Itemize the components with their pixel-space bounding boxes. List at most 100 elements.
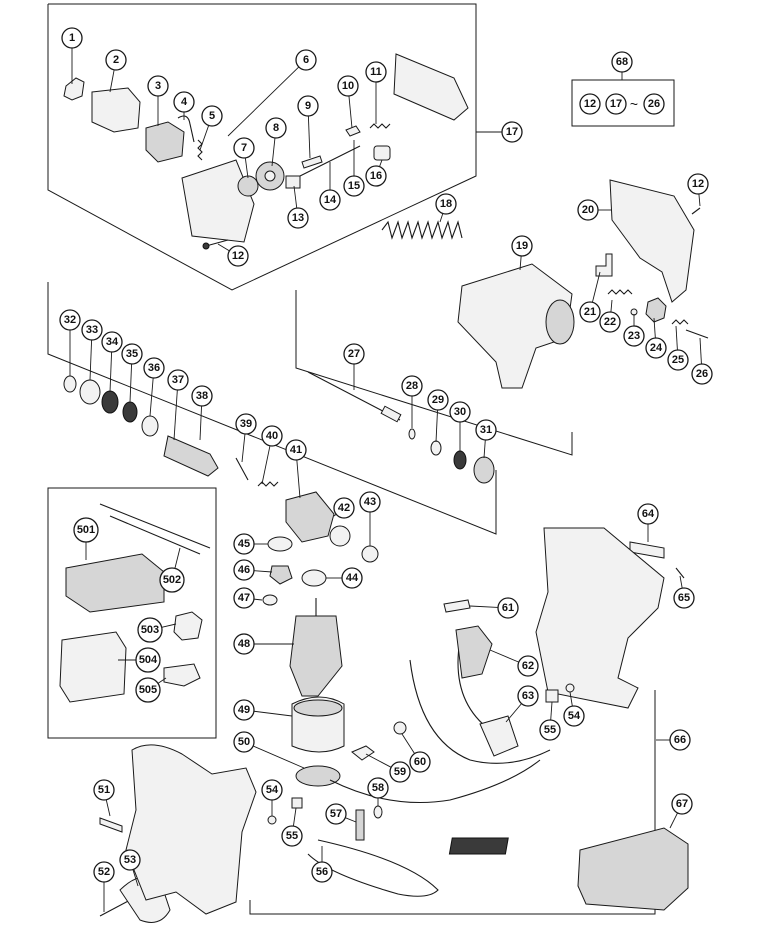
callout-label-35: 35 xyxy=(126,348,138,360)
callout-circle-14 xyxy=(319,189,341,211)
callout-label-28: 28 xyxy=(406,380,418,392)
wiring-harness xyxy=(329,639,551,804)
part-charger-501 xyxy=(65,553,165,613)
callout-label-43: 43 xyxy=(364,496,376,508)
part-bracket-2 xyxy=(91,87,141,133)
leader-53 xyxy=(132,869,139,887)
callout-7: 7 xyxy=(233,137,255,159)
part-plate-61 xyxy=(443,599,471,613)
callout-label-50: 50 xyxy=(238,736,250,748)
callout-61: 61 xyxy=(497,597,519,619)
callout-25: 25 xyxy=(667,349,689,371)
callout-label-49: 49 xyxy=(238,704,250,716)
callout-circle-22 xyxy=(599,311,621,333)
callout-66: 66 xyxy=(669,729,691,751)
callout-label-23: 23 xyxy=(628,330,640,342)
callout-52: 52 xyxy=(93,861,115,883)
callout-circle-41 xyxy=(285,439,307,461)
callout-54: 54 xyxy=(261,779,283,801)
part-rod-27-end xyxy=(380,405,402,423)
callout-circle-24 xyxy=(645,337,667,359)
callout-circle-44 xyxy=(341,567,363,589)
part-ring-43 xyxy=(361,545,379,563)
kit-item-a: 12 xyxy=(579,93,601,115)
callout-label-55: 55 xyxy=(286,830,298,842)
leader-9 xyxy=(307,115,311,159)
leader-12 xyxy=(217,243,230,252)
leader-6 xyxy=(227,66,300,137)
part-ring-58 xyxy=(373,805,383,819)
callout-28: 28 xyxy=(401,375,423,397)
part-screw-65 xyxy=(675,567,685,579)
part-bearing-30 xyxy=(453,450,467,470)
callout-label-54: 54 xyxy=(568,710,581,722)
leader-46 xyxy=(253,570,273,573)
callout-circle-49 xyxy=(233,699,255,721)
part-bearing-34 xyxy=(101,390,119,414)
callout-14: 14 xyxy=(319,189,341,211)
callout-circle-503 xyxy=(137,617,163,643)
callout-circle-6 xyxy=(295,49,317,71)
callout-12: 12 xyxy=(687,173,709,195)
leader-12 xyxy=(698,193,701,207)
part-plate-1 xyxy=(63,77,85,101)
part-bolt-26 xyxy=(685,329,709,339)
part-ring-28 xyxy=(408,428,416,440)
callout-circle-43 xyxy=(359,491,381,513)
callout-circle-61 xyxy=(497,597,519,619)
callout-label-51: 51 xyxy=(98,784,110,796)
callout-label-57: 57 xyxy=(330,808,342,820)
callout-circle-501 xyxy=(73,517,99,543)
callout-circle-39 xyxy=(235,413,257,435)
callout-501: 501 xyxy=(73,517,99,543)
part-screw-12b xyxy=(691,207,701,215)
callout-41: 41 xyxy=(285,439,307,461)
callout-503: 503 xyxy=(137,617,163,643)
callout-circle-46 xyxy=(233,559,255,581)
callout-label-52: 52 xyxy=(98,866,110,878)
leader-lines xyxy=(69,48,702,912)
callout-circle-35 xyxy=(121,343,143,365)
callout-circle-17 xyxy=(501,121,523,143)
kit-68-box xyxy=(571,79,675,127)
callout-circle-54 xyxy=(261,779,283,801)
part-ring-44 xyxy=(301,569,327,587)
part-sleeve-16 xyxy=(373,145,391,161)
part-block-55b xyxy=(545,689,559,703)
callout-circle-33 xyxy=(81,319,103,341)
callout-label-504: 504 xyxy=(139,654,158,666)
leader-37 xyxy=(173,389,178,441)
callout-38: 38 xyxy=(191,385,213,407)
callout-circle-15 xyxy=(343,175,365,197)
leader-10 xyxy=(348,95,353,129)
callout-circle-45 xyxy=(233,533,255,555)
leader-62 xyxy=(489,649,519,663)
part-nut-24 xyxy=(645,297,667,323)
kit-range-separator: ~ xyxy=(630,96,638,112)
part-label-64 xyxy=(629,541,665,559)
part-holder-505 xyxy=(163,663,201,687)
part-nut-54b xyxy=(565,683,575,693)
callout-circle-505 xyxy=(135,677,161,703)
callout-circle-23 xyxy=(623,325,645,347)
part-clip-10 xyxy=(345,125,361,137)
part-board-50 xyxy=(295,765,341,787)
part-stator-49-top xyxy=(293,699,343,717)
kit-item-c-label: 26 xyxy=(648,98,660,110)
part-side-cover-20 xyxy=(609,179,695,303)
kit-item-b: 17 xyxy=(605,93,627,115)
kit-item-b-label: 17 xyxy=(610,98,622,110)
callout-44: 44 xyxy=(341,567,363,589)
callout-label-15: 15 xyxy=(348,180,360,192)
kit-item-a-label: 12 xyxy=(584,98,596,110)
callout-label-68: 68 xyxy=(616,56,628,68)
callout-40: 40 xyxy=(261,425,283,447)
callout-label-31: 31 xyxy=(480,424,492,436)
callout-17: 17 xyxy=(501,121,523,143)
callout-label-54: 54 xyxy=(266,784,279,796)
callout-circle-55 xyxy=(539,719,561,741)
callout-42: 42 xyxy=(333,497,355,519)
callout-label-29: 29 xyxy=(432,394,444,406)
leader-50 xyxy=(252,745,305,769)
callout-1: 1 xyxy=(61,27,83,49)
